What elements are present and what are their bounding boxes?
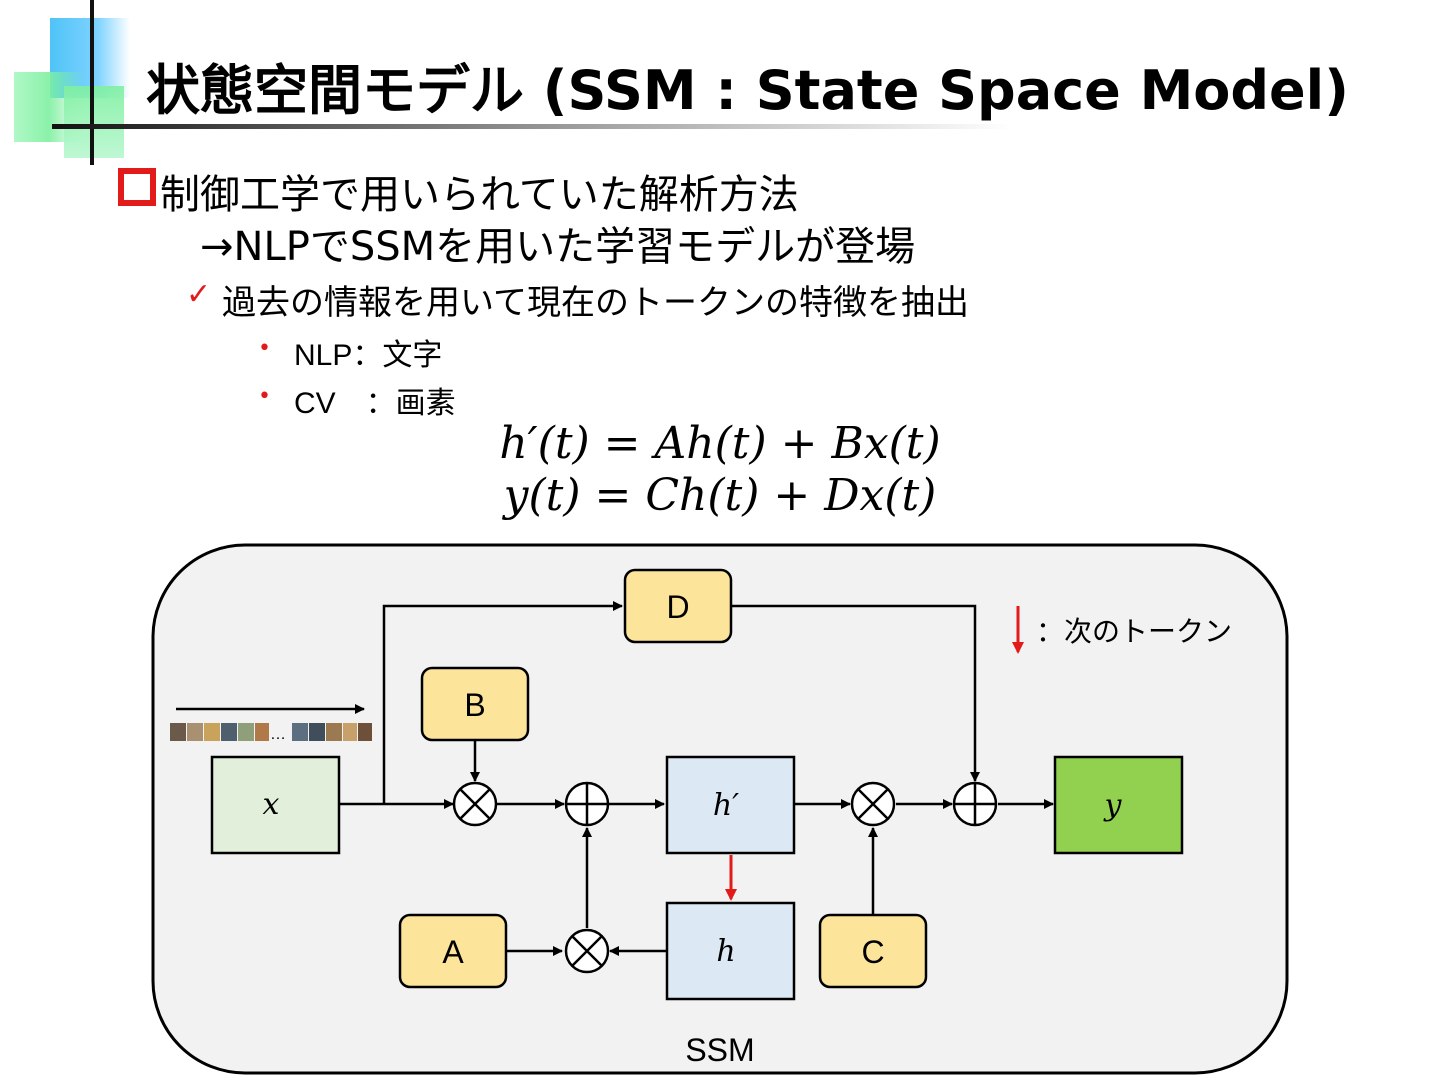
multiply-operator-icon	[850, 781, 896, 827]
a-block	[398, 913, 508, 989]
token	[326, 723, 342, 741]
checkmark-icon: ✓	[186, 277, 212, 312]
hprime-block	[665, 755, 796, 855]
check-bullet-text: 過去の情報を用いて現在のトークンの特徴を抽出	[222, 283, 969, 323]
token	[292, 723, 308, 741]
add-operator-icon	[564, 781, 610, 827]
output-equation: y(t) = Ch(t) + Dx(t)	[503, 470, 937, 521]
d-label: D	[666, 589, 689, 625]
c-label: C	[861, 934, 884, 970]
token	[187, 723, 203, 741]
y-block	[1053, 755, 1184, 855]
bullet-text-2: →NLPでSSMを用いた学習モデルが登場	[200, 224, 916, 270]
d-block	[623, 568, 733, 644]
token	[255, 723, 269, 741]
x-block	[210, 755, 341, 855]
token	[204, 723, 220, 741]
add-operator-icon	[952, 781, 998, 827]
token	[309, 723, 325, 741]
dot-bullet-icon: •	[258, 384, 271, 409]
title-decoration-vertical-line	[90, 0, 94, 165]
multiply-operator-icon	[564, 928, 610, 974]
b-label: B	[464, 687, 485, 723]
sub-bullet-nlp: NLP：文字	[294, 339, 443, 372]
connections	[176, 601, 1054, 956]
arrow-x-to-d	[382, 601, 623, 804]
state-equation: h′(t) = Ah(t) + Bx(t)	[499, 418, 941, 469]
h-block	[665, 901, 796, 1001]
multiply-operator-icon	[452, 781, 498, 827]
sub-bullet-cv: CV ：画素	[294, 387, 456, 420]
square-bullet-icon	[118, 168, 156, 206]
container-label: SSM	[685, 1032, 754, 1068]
hprime-label: h′	[713, 788, 739, 823]
token	[170, 723, 186, 741]
token-strip: …	[170, 723, 372, 743]
token	[358, 723, 372, 741]
bullet-text-1: 制御工学で用いられていた解析方法	[160, 172, 799, 218]
y-label: y	[1103, 788, 1123, 823]
token	[238, 723, 254, 741]
dot-bullet-icon: •	[258, 336, 271, 361]
h-label: h	[716, 934, 735, 969]
slide-title: 状態空間モデル (SSM : State Space Model)	[146, 59, 1349, 122]
arrow-d-to-add	[731, 604, 980, 782]
title-underline	[52, 124, 1012, 129]
token-ellipsis: …	[270, 726, 286, 743]
a-label: A	[442, 934, 464, 970]
c-block	[818, 913, 928, 989]
token	[221, 723, 237, 741]
title-decoration-green-square-2	[64, 86, 124, 158]
legend-text: ：次のトークン	[1036, 616, 1232, 647]
x-label: x	[263, 787, 280, 822]
token	[343, 723, 357, 741]
b-block	[420, 666, 530, 742]
